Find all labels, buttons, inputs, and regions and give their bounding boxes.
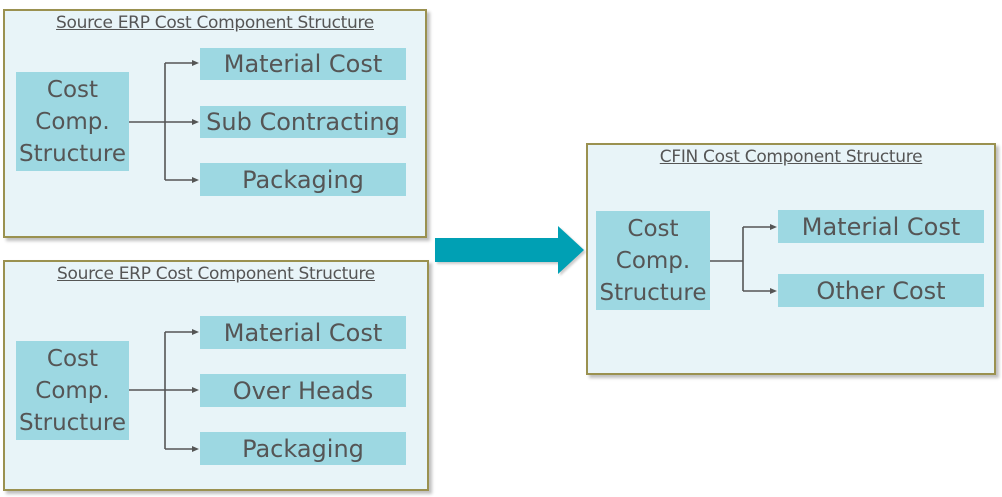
arrowhead-icon <box>192 329 199 335</box>
child-node-packaging: Packaging <box>200 432 406 465</box>
root-node-cost-comp-structure: Cost Comp. Structure <box>16 72 129 171</box>
arrowhead-icon <box>770 288 777 294</box>
arrowhead-icon <box>192 177 199 183</box>
arrowhead-icon <box>192 60 199 66</box>
panel-title: Source ERP Cost Component Structure <box>56 13 374 33</box>
child-node-over-heads: Over Heads <box>200 374 406 407</box>
child-node-material-cost: Material Cost <box>200 316 406 349</box>
child-node-material-cost: Material Cost <box>200 48 406 80</box>
child-node-material-cost: Material Cost <box>778 210 984 243</box>
panel-title: CFIN Cost Component Structure <box>659 147 923 167</box>
arrowhead-icon <box>192 446 199 452</box>
root-node-cost-comp-structure: Cost Comp. Structure <box>16 341 129 440</box>
arrowhead-icon <box>770 224 777 230</box>
root-node-cost-comp-structure: Cost Comp. Structure <box>596 211 710 310</box>
arrowhead-icon <box>192 387 199 393</box>
panel-title: Source ERP Cost Component Structure <box>57 264 375 284</box>
child-node-other-cost: Other Cost <box>778 274 984 307</box>
child-node-sub-contracting: Sub Contracting <box>200 106 406 138</box>
arrowhead-icon <box>192 119 199 125</box>
child-node-packaging: Packaging <box>200 163 406 196</box>
